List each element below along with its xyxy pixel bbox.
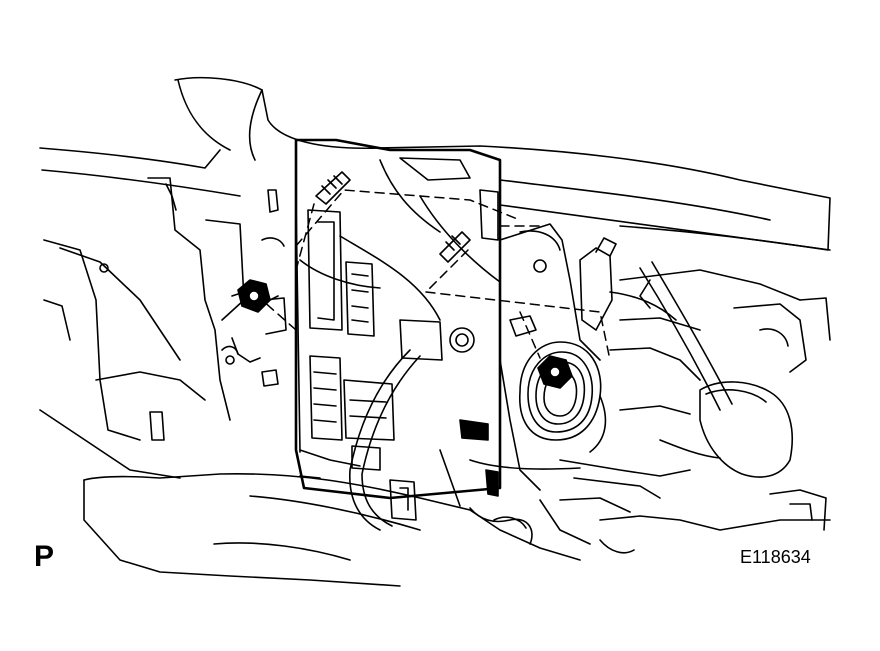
figure-code: E118634 <box>740 547 811 567</box>
guide-pins <box>315 171 471 263</box>
wire-harness <box>299 235 581 531</box>
steering-column-area <box>579 237 831 478</box>
view-direction-letter: P <box>34 540 55 573</box>
lower-console <box>83 439 831 587</box>
left-bracket-frame <box>39 177 287 479</box>
dashboard-upper-contour <box>39 76 831 251</box>
right-bracket <box>499 223 691 499</box>
dashed-guide-lines <box>261 189 611 361</box>
right-nut <box>537 355 573 389</box>
left-nut <box>231 279 279 313</box>
